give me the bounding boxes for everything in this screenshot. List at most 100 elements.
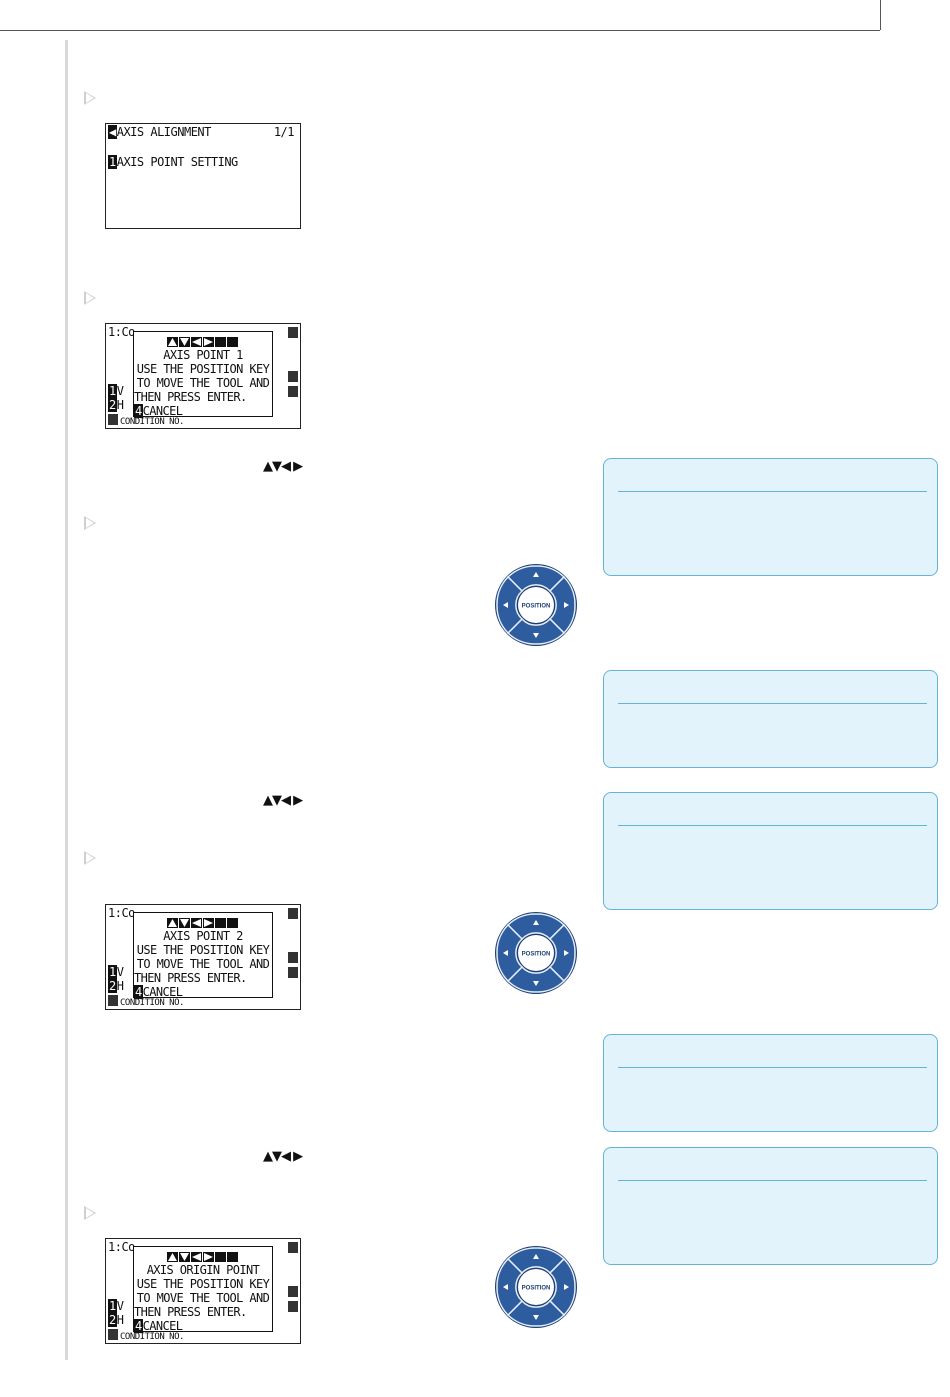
- step-marker-icon: [84, 851, 96, 865]
- popup-cancel: 4CANCEL: [134, 1319, 272, 1333]
- step-marker-icon: [84, 516, 96, 530]
- note-divider: [618, 825, 927, 826]
- left-key-icon: [191, 1251, 202, 1262]
- lcd-side-key-icon: [288, 327, 298, 338]
- down-key-icon: [179, 336, 190, 347]
- origin-key-icon: [215, 336, 226, 347]
- popup-line-3: THEN PRESS ENTER.: [134, 390, 247, 404]
- note-divider: [618, 1180, 927, 1181]
- right-key-icon: [203, 336, 214, 347]
- popup-line-2: TO MOVE THE TOOL AND: [136, 1291, 270, 1305]
- popup-cancel: 4CANCEL: [134, 985, 272, 999]
- arrow-keys-text: ▲▼◀ ▶: [263, 1149, 303, 1164]
- lcd-side-key-icon: [288, 1301, 298, 1312]
- up-key-icon: [167, 917, 178, 928]
- popup-title: AXIS POINT 1: [163, 348, 243, 362]
- lcd-side-key-icon: [288, 952, 298, 963]
- header-rule: [0, 30, 880, 31]
- bg-item-2-text: H: [116, 398, 124, 412]
- popup-cancel: 4CANCEL: [134, 404, 272, 418]
- cancel-key: 4: [134, 404, 143, 418]
- lcd-title: AXIS ALIGNMENT: [116, 125, 212, 139]
- lcd-popup: AXIS ORIGIN POINT USE THE POSITION KEY T…: [133, 1246, 273, 1333]
- position-pad-icon: POSITION: [495, 912, 577, 994]
- lcd-menu-item-1: 1AXIS POINT SETTING: [108, 155, 238, 169]
- key-1: 1: [108, 965, 117, 979]
- menu-key-1: 1: [108, 155, 117, 169]
- lcd-popup: AXIS POINT 2 USE THE POSITION KEY TO MOV…: [133, 912, 273, 999]
- cancel-key: 4: [134, 985, 143, 999]
- position-label: POSITION: [522, 952, 551, 958]
- lcd-axis-alignment: ◀AXIS ALIGNMENT 1/1 1AXIS POINT SETTING: [105, 123, 301, 229]
- bg-item-1-text: V: [116, 965, 124, 979]
- position-label: POSITION: [522, 604, 551, 610]
- lcd-popup: AXIS POINT 1 USE THE POSITION KEY TO MOV…: [133, 331, 273, 418]
- popup-line-1: USE THE POSITION KEY: [136, 1277, 270, 1291]
- popup-key-row: [134, 915, 272, 929]
- menu-item-label: AXIS POINT SETTING: [116, 155, 239, 169]
- left-key-icon: [191, 917, 202, 928]
- note-box: [603, 458, 938, 576]
- note-divider: [618, 1067, 927, 1068]
- origin-key-icon: [215, 1251, 226, 1262]
- lcd-bg-bottom: CONDITION NO.: [108, 1328, 184, 1342]
- header-corner-mark: [880, 0, 881, 30]
- origin-key-icon: [215, 917, 226, 928]
- lcd-bg-top: 1:Co: [108, 906, 135, 920]
- lcd-bg-top: 1:Co: [108, 1240, 135, 1254]
- lcd-side-key-icon: [288, 908, 298, 919]
- popup-line-3: THEN PRESS ENTER.: [134, 1305, 247, 1319]
- popup-line-1: USE THE POSITION KEY: [136, 362, 270, 376]
- bg-bottom-text: CONDITION NO.: [120, 1332, 184, 1342]
- cancel-label: CANCEL: [142, 985, 183, 999]
- lcd-axis-origin-point: 1:Co 1V 2H CONDITION NO. AXIS ORIGIN POI…: [105, 1238, 301, 1344]
- note-box: [603, 1034, 938, 1132]
- popup-line-2: TO MOVE THE TOOL AND: [136, 957, 270, 971]
- lcd-axis-point-2: 1:Co 1V 2H CONDITION NO. AXIS POINT 2 US…: [105, 904, 301, 1010]
- bg-bottom-text: CONDITION NO.: [120, 998, 184, 1008]
- bg-item-2-text: H: [116, 979, 124, 993]
- popup-key-row: [134, 1249, 272, 1263]
- left-margin-bar: [65, 40, 68, 1360]
- left-key-icon: [191, 336, 202, 347]
- popup-line-3: THEN PRESS ENTER.: [134, 971, 247, 985]
- cancel-label: CANCEL: [142, 404, 183, 418]
- lcd-axis-point-1: 1:Co 1V 2H CONDITION NO. AXIS POINT 1 US…: [105, 323, 301, 429]
- arrow-keys-text: ▲▼◀ ▶: [263, 793, 303, 808]
- key-1: 1: [108, 384, 117, 398]
- bg-item-2-text: H: [116, 1313, 124, 1327]
- enter-key-icon: [227, 336, 238, 347]
- lcd-bg-bottom: CONDITION NO.: [108, 994, 184, 1008]
- lcd-bg-top: 1:Co: [108, 325, 135, 339]
- lcd-bg-item-1: 1V: [108, 384, 124, 398]
- note-divider: [618, 703, 927, 704]
- step-marker-icon: [84, 291, 96, 305]
- lcd-side-key-icon: [288, 1286, 298, 1297]
- popup-key-row: [134, 334, 272, 348]
- enter-key-icon: [108, 1329, 118, 1340]
- position-label: POSITION: [522, 1286, 551, 1292]
- lcd-title-row: ◀AXIS ALIGNMENT: [108, 125, 211, 139]
- bg-bottom-text: CONDITION NO.: [120, 417, 184, 427]
- lcd-page-indicator: 1/1: [273, 125, 295, 139]
- lcd-bg-bottom: CONDITION NO.: [108, 413, 184, 427]
- step-marker-icon: [84, 1206, 96, 1220]
- back-arrow-icon: ◀: [108, 125, 117, 139]
- note-box: [603, 670, 938, 768]
- enter-key-icon: [108, 414, 118, 425]
- lcd-side-key-icon: [288, 386, 298, 397]
- bg-item-1-text: V: [116, 384, 124, 398]
- key-2: 2: [108, 979, 117, 993]
- up-key-icon: [167, 1251, 178, 1262]
- key-2: 2: [108, 398, 117, 412]
- lcd-bg-item-1: 1V: [108, 965, 124, 979]
- cancel-key: 4: [134, 1319, 143, 1333]
- lcd-side-key-icon: [288, 1242, 298, 1253]
- bg-item-1-text: V: [116, 1299, 124, 1313]
- popup-line-2: TO MOVE THE TOOL AND: [136, 376, 270, 390]
- cancel-label: CANCEL: [142, 1319, 183, 1333]
- right-key-icon: [203, 917, 214, 928]
- note-divider: [618, 491, 927, 492]
- step-marker-icon: [84, 91, 96, 105]
- right-key-icon: [203, 1251, 214, 1262]
